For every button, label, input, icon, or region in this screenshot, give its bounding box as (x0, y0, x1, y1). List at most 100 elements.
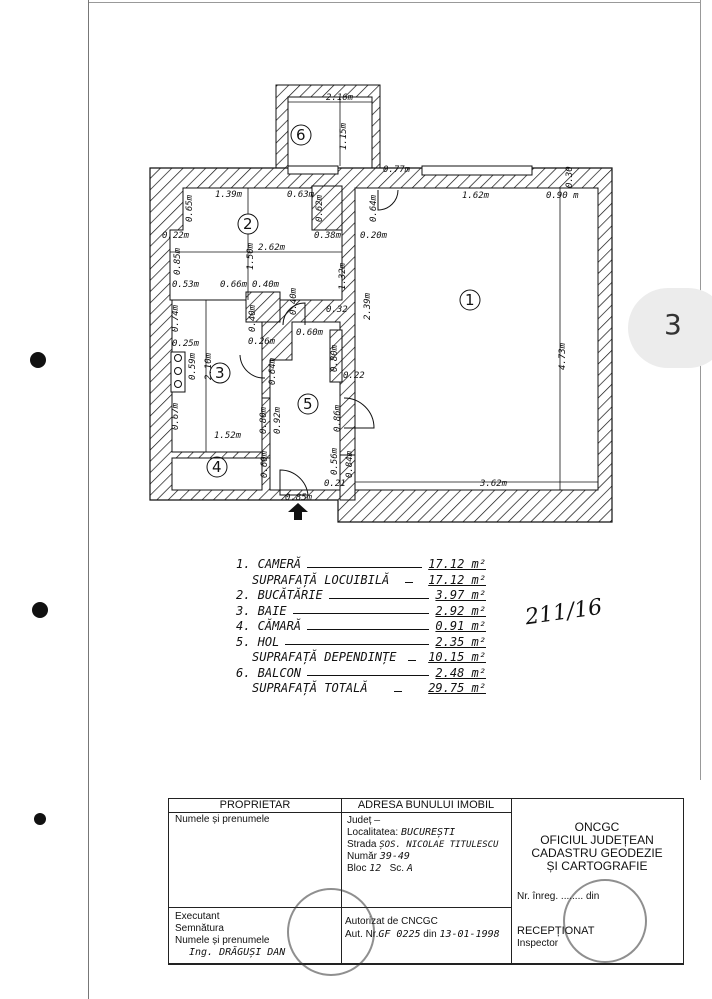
dimension-label: 0.65m (185, 194, 195, 222)
dimension-label: 0.21 (324, 479, 346, 489)
room-number: 3 (215, 364, 225, 382)
area-subtotal: SUPRAFAȚĂ LOCUIBILĂ 17.12 m² (236, 573, 486, 589)
dimension-label: 0.60m (296, 328, 324, 338)
dimension-label: 2.39m (363, 292, 373, 320)
dimension-label: 0.84m (345, 450, 355, 478)
room-number: 1 (465, 291, 475, 309)
paper-edge-left (88, 0, 89, 999)
dimension-label: 0.26m (248, 337, 276, 347)
dimension-label: 0.40m (289, 287, 299, 315)
partition-wall (339, 454, 356, 501)
office-line: ONCGC (574, 820, 620, 834)
room-4-camara (171, 457, 263, 491)
dimension-label: 0.80m (259, 406, 269, 434)
area-value: 10.15 m² (428, 650, 486, 664)
dimension-lines (170, 97, 598, 490)
office-line: CADASTRU GEODEZIE (531, 846, 663, 860)
semnatura-label: Semnătura (175, 923, 224, 934)
room-number: 4 (212, 458, 222, 476)
dimension-label: 0.30 (565, 166, 575, 188)
dimension-label: 0.60m (260, 450, 270, 478)
area-label: 4. CĂMARĂ (236, 619, 302, 633)
dimension-label: 1.50m (246, 242, 256, 270)
dimension-label: 1.62m (462, 191, 490, 201)
dimension-label: 0.64m (369, 194, 379, 222)
dimension-label: 0.92m (273, 406, 283, 434)
dimension-label: 0.62m (315, 194, 325, 222)
title-block: PROPRIETAR Numele și prenumele ADRESA BU… (168, 798, 684, 976)
din-label: din (423, 929, 437, 940)
address-column: ADRESA BUNULUI IMOBIL Județ — Localitate… (341, 799, 512, 963)
bloc-value: 12 (369, 863, 382, 874)
area-label: SUPRAFAȚĂ LOCUIBILĂ (252, 572, 390, 587)
owner-header: PROPRIETAR (169, 799, 341, 813)
area-value: 17.12 m² (428, 572, 486, 587)
dimension-label: 2.16m (326, 93, 354, 103)
dimension-label: 0.22m (162, 231, 190, 241)
dimension-label: 0.77m (383, 165, 411, 175)
dimension-label: 4.73m (558, 342, 568, 370)
executant-section: Executant Semnătura Numele și prenumele … (169, 888, 511, 976)
localitate-value: BUCUREȘTI (400, 827, 456, 838)
office-line: ȘI CARTOGRAFIE (546, 859, 648, 873)
window (421, 165, 533, 176)
office-stamp (563, 879, 647, 963)
room-number: 2 (243, 215, 253, 233)
handwritten-note: 211/16 (523, 594, 604, 631)
area-label: 6. BALCON (236, 665, 302, 680)
area-value: 17.12 m² (428, 557, 486, 571)
area-row: 5. HOL 2.35 m² (236, 635, 486, 651)
partition-wall (245, 291, 281, 323)
dimension-label: 0.22 (343, 371, 365, 381)
dimension-label: 3.62m (479, 479, 508, 489)
area-label: 5. HOL (236, 634, 280, 649)
dimension-label: 0.59m (188, 352, 198, 380)
room-1-camera (354, 187, 599, 491)
punch-hole (34, 813, 46, 825)
area-label: SUPRAFAȚĂ TOTALĂ (252, 681, 368, 695)
area-value: 2.92 m² (435, 603, 486, 618)
authorization-stamp (287, 888, 375, 976)
dimension-label: 2.62m (258, 243, 286, 253)
door-swing (279, 469, 309, 496)
numar-value: 39-49 (379, 851, 410, 862)
entrance-arrow-icon (288, 503, 308, 520)
dimension-label: 0.85m (173, 247, 183, 275)
dimension-label: 0.66m (220, 280, 248, 290)
punch-hole (32, 602, 48, 618)
dimension-label: 0.53m (172, 280, 200, 290)
dimension-label: 0.63m (287, 190, 315, 200)
reg-label: Nr. înreg. (517, 891, 559, 902)
dimension-label: 0.40m (248, 304, 258, 332)
punch-hole (30, 352, 46, 368)
dimension-label: 0.64m (268, 357, 278, 385)
owner-column: PROPRIETAR Numele și prenumele (169, 799, 342, 963)
exec-name-label: Numele și prenumele (175, 935, 270, 946)
owner-name-label: Numele și prenumele (175, 814, 270, 825)
door-swing (239, 354, 266, 379)
area-value: 2.35 m² (435, 634, 486, 649)
address-header: ADRESA BUNULUI IMOBIL (341, 799, 511, 813)
exec-name-value: Ing. DRĂGUȘI DAN (189, 947, 286, 958)
partition-wall (329, 329, 343, 383)
room-labels: 1 2 3 4 5 6 (206, 124, 481, 478)
door-swing (377, 189, 399, 211)
bathtub-fixture (170, 351, 186, 393)
dimension-label: 1.39m (215, 190, 243, 200)
area-value: 3.97 m² (435, 588, 486, 602)
room-number: 5 (303, 395, 313, 413)
area-label: 2. BUCĂTĂRIE (236, 588, 323, 602)
dimension-label: 0.86m (333, 404, 343, 432)
executant-label: Executant (175, 911, 220, 922)
dimension-label: 2.10m (204, 352, 214, 380)
page-number-tab[interactable]: 3 (628, 288, 712, 368)
bloc-label: Bloc (347, 863, 367, 874)
dimension-label: 0.32 (326, 305, 348, 315)
